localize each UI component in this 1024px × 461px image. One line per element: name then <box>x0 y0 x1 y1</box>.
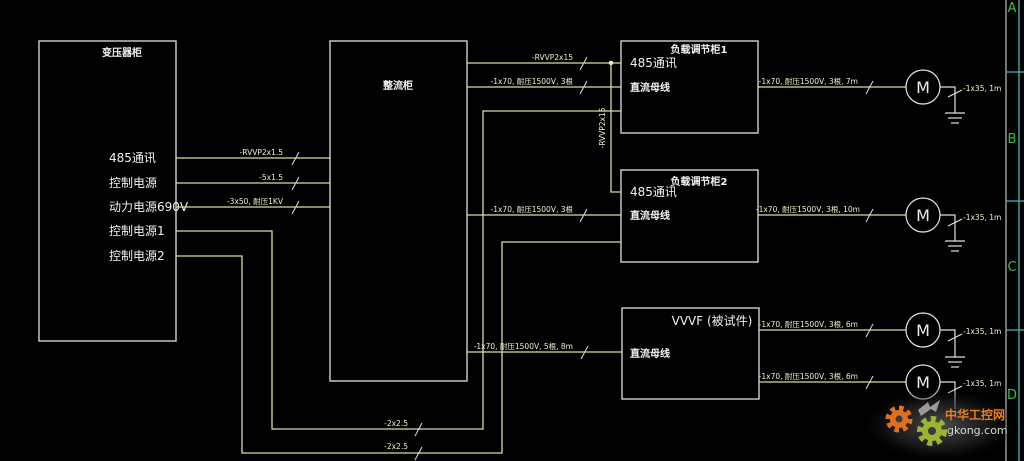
cable-slash-mark <box>865 323 874 338</box>
load-cabinet-2-port-dc-bus: 直流母线 <box>630 209 670 222</box>
cable-label-485: -RVVP2x1.5 <box>240 148 284 157</box>
motor-feed-1: -1x70, 耐压1500V, 3根, 7m M -1x35, 1m <box>758 69 1001 124</box>
vvvf-cabinet-box <box>621 307 760 400</box>
wire-control-power-2 <box>176 241 621 454</box>
wire-485-branch <box>610 63 621 193</box>
transformer-cabinet: 变压器柜 485通讯 控制电源 动力电源690V 控制电源1 控制电源2 <box>38 40 189 342</box>
load-cabinet-2-title: 负载调节柜2 <box>671 175 728 188</box>
cable-label-dc-load2: -1x70, 耐压1500V, 3根 <box>491 204 574 214</box>
load-cabinet-2: 负载调节柜2 485通讯 直流母线 <box>620 169 759 263</box>
zone-label-d: D <box>1007 388 1017 403</box>
cable-slash-mark <box>865 208 874 223</box>
watermark-url: gkong.com <box>947 424 1008 437</box>
cable-label-dc-load1: -1x70, 耐压1500V, 3根 <box>491 76 574 86</box>
cable-slash-mark <box>580 345 589 360</box>
cable-slash-mark <box>291 151 300 166</box>
motor-label-1: M <box>916 78 930 97</box>
gear-icon-green <box>917 416 947 446</box>
ground-label-1: -1x35, 1m <box>963 84 1001 93</box>
zone-label-a: A <box>1008 1 1017 16</box>
transformer-port-control-power: 控制电源 <box>109 176 157 190</box>
motor-label-3: M <box>916 321 930 340</box>
ground-wire-2 <box>940 214 956 241</box>
load-cabinet-1-port-485: 485通讯 <box>630 56 677 70</box>
cable-slash-mark <box>579 56 588 71</box>
cable-label-485-branch: -RVVP2x15 <box>598 107 607 148</box>
drawing-border: A B C D <box>1005 0 1024 461</box>
cable-label-motor-4: -1x70, 耐压1500V, 3根, 6m <box>759 371 858 381</box>
transformer-port-485: 485通讯 <box>109 151 156 165</box>
cable-slash-mark <box>579 208 588 223</box>
load-cabinet-1-port-dc-bus: 直流母线 <box>630 81 670 94</box>
vvvf-port-dc-bus: 直流母线 <box>630 347 670 360</box>
gear-icon-orange <box>885 405 913 433</box>
cable-label-485-bus: -RVVP2x15 <box>532 53 573 62</box>
transformer-port-control-power-2: 控制电源2 <box>109 249 165 263</box>
arrow-icon <box>918 400 940 416</box>
cable-slash-mark <box>291 200 300 215</box>
rectifier-cabinet: 整流柜 <box>329 40 468 382</box>
ground-wire-1 <box>940 86 956 113</box>
load-cabinet-1-title: 负载调节柜1 <box>671 43 728 56</box>
cable-label-control-1: -2x2.5 <box>384 419 408 428</box>
load-cabinet-1: 负载调节柜1 485通讯 直流母线 <box>620 40 759 134</box>
cable-slash-mark <box>865 375 874 390</box>
watermark: 中华工控网 gkong.com <box>860 387 1020 461</box>
transformer-cabinet-title: 变压器柜 <box>102 46 142 59</box>
cable-label-control: -5x1.5 <box>259 173 283 182</box>
cable-label-motor-3: -1x70, 耐压1500V, 3根, 6m <box>759 319 858 329</box>
cable-label-motor-1: -1x70, 耐压1500V, 3根, 7m <box>759 76 858 86</box>
motor-feed-4: -1x70, 耐压1500V, 3根, 6m M -1x35, 1m <box>759 364 1001 409</box>
cable-label-power: -3x50, 耐压1KV <box>227 196 284 206</box>
cable-label-control-2: -2x2.5 <box>384 442 408 451</box>
ground-leader-1 <box>947 89 963 98</box>
ground-label-2: -1x35, 1m <box>963 213 1001 222</box>
vvvf-cabinet-title: VVVF (被试件) <box>672 313 753 328</box>
transformer-cabinet-box <box>38 40 177 342</box>
cable-slash-mark <box>414 422 423 437</box>
cable-slash-mark <box>291 176 300 191</box>
cable-slash-mark <box>579 80 588 95</box>
transformer-port-power-690v: 动力电源690V <box>109 200 189 214</box>
cable-slash-mark <box>414 446 423 461</box>
motor-label-2: M <box>916 206 930 225</box>
ground-label-4: -1x35, 1m <box>963 379 1001 388</box>
wire-control-power-1 <box>176 110 621 430</box>
cable-slash-mark <box>865 80 874 95</box>
motor-label-4: M <box>916 373 930 392</box>
zone-label-c: C <box>1007 260 1016 275</box>
ground-leader-3 <box>947 333 963 342</box>
motor-feed-2: -1x70, 耐压1500V, 3根, 10m M -1x35, 1m <box>756 197 1001 252</box>
rectifier-cabinet-box <box>329 40 468 382</box>
control-power-routes: -2x2.5 -2x2.5 <box>176 110 621 461</box>
motor-feed-3: -1x70, 耐压1500V, 3根, 6m M -1x35, 1m <box>759 312 1001 368</box>
load-cabinet-2-port-485: 485通讯 <box>630 185 677 199</box>
ground-wire-3 <box>940 329 956 357</box>
rectifier-cabinet-title: 整流柜 <box>382 79 413 92</box>
ground-leader-2 <box>947 218 963 227</box>
zone-label-b: B <box>1008 132 1017 147</box>
cable-label-motor-2: -1x70, 耐压1500V, 3根, 10m <box>756 204 860 214</box>
ground-label-3: -1x35, 1m <box>963 327 1001 336</box>
rectifier-output-cables: -RVVP2x15 -RVVP2x15 -1x70, 耐压1500V, 3根 -… <box>467 53 622 360</box>
transformer-rectifier-cables: -RVVP2x1.5 -5x1.5 -3x50, 耐压1KV <box>176 148 330 215</box>
watermark-site-name: 中华工控网 <box>945 407 1005 422</box>
load-cabinet-2-box <box>620 169 759 263</box>
vvvf-cabinet: VVVF (被试件) 直流母线 <box>621 307 760 400</box>
cable-label-dc-vvvf: -1x70, 耐压1500V, 5根, 8m <box>474 341 573 351</box>
transformer-port-control-power-1: 控制电源1 <box>109 224 165 238</box>
